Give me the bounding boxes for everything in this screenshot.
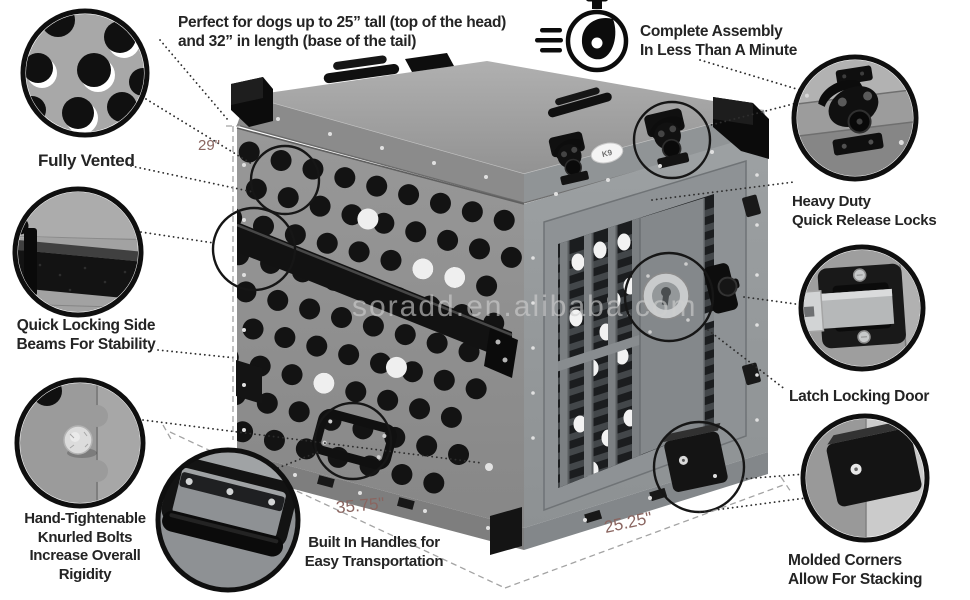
rivets <box>242 117 759 530</box>
corner-caps <box>231 53 769 159</box>
feature-highlight-rings <box>211 100 746 514</box>
hinge-icon <box>742 362 761 386</box>
lock-detail-inset <box>791 54 919 182</box>
brand-badge: K9 <box>590 142 624 164</box>
side-beam-detail-inset <box>12 186 144 318</box>
handles-label: Built In Handles for Easy Transportation <box>304 534 444 570</box>
side-beam <box>237 222 518 378</box>
fully-vented-label: Fully Vented <box>38 151 135 170</box>
crate-illustration: K9 <box>231 53 769 555</box>
top-handle <box>323 55 400 84</box>
latch-locking-door-label: Latch Locking Door <box>789 388 930 405</box>
height-dimension: 29" <box>198 137 221 154</box>
quick-release-latch <box>644 108 690 169</box>
quick-release-latch <box>548 131 589 186</box>
assembly-label: Complete Assembly In Less Than A Minute <box>640 23 798 60</box>
watermark: soradd.en.alibaba.com <box>352 290 698 323</box>
leader-lines <box>130 39 807 513</box>
molded-corner <box>663 422 728 492</box>
crate-top-face <box>247 61 764 174</box>
length-dimension: 35.75" <box>335 493 386 518</box>
stopwatch-icon <box>535 0 629 73</box>
key-lock <box>642 272 690 320</box>
headline-line2: and 32” in length (base of the tail) <box>178 33 417 51</box>
top-handle <box>547 87 612 118</box>
headline-line1: Perfect for dogs up to 25” tall (top of … <box>178 14 507 31</box>
molded-corners-label: Molded Corners Allow For Stacking <box>788 552 923 589</box>
quick-release-locks-label: Heavy Duty Quick Release Locks <box>792 193 937 229</box>
headline-text: Perfect for dogs up to 25” tall (top of … <box>178 13 506 51</box>
knurled-bolt-detail-inset <box>14 377 146 509</box>
hinge-icon <box>742 194 761 218</box>
knurled-bolts-label: Hand-Tightenable Knurled Bolts Increase … <box>24 510 146 583</box>
corner-detail-inset <box>800 413 930 543</box>
vent-detail-inset <box>20 8 150 138</box>
side-beams-label: Quick Locking Side Beams For Stability <box>16 317 156 354</box>
handle-detail-inset <box>155 447 301 593</box>
latch-detail-inset <box>798 244 926 372</box>
svg-text:K9: K9 <box>601 148 614 159</box>
